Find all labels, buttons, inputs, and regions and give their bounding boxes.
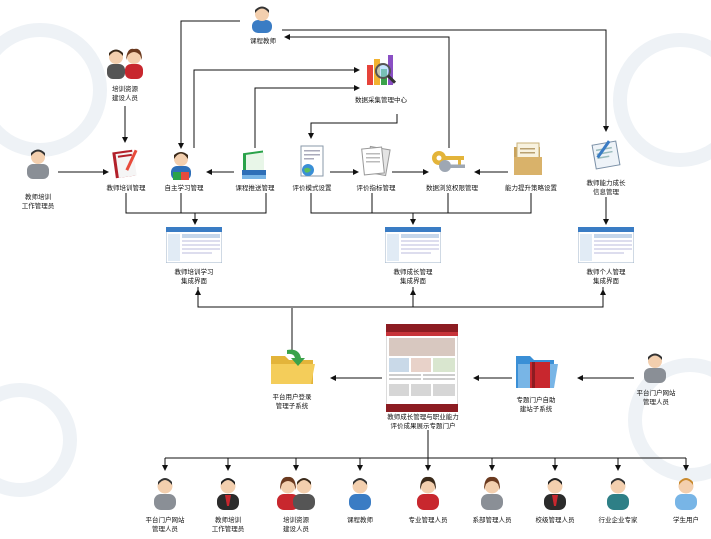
builder-users-icon [277, 476, 315, 510]
eval-mode-label: 评价模式设置 [292, 184, 332, 192]
teacher-training-mgmt-label: 教师培训管理 [106, 184, 146, 192]
teacher-person-icon [252, 6, 272, 33]
builder-persons-icon [107, 48, 143, 79]
training-admin-label-2: 工作管理员 [21, 202, 55, 210]
portal-admin-label-1: 平台门户网站 [636, 389, 676, 397]
bottom-user-label: 系部管理人员 [472, 516, 512, 524]
keys-icon [432, 151, 465, 172]
papers-icon [361, 145, 391, 177]
portal-builder-label-1: 专题门户自助 [516, 396, 556, 404]
training-ui-thumbnail [166, 227, 222, 263]
bottom-user-label: 教师培训 [215, 516, 241, 524]
major-manager-user-icon [417, 476, 439, 510]
ui-training-label-2: 集成界面 [181, 277, 207, 285]
portal-label-2: 评价成果展示专题门户 [390, 422, 456, 430]
bottom-user-label: 平台门户网站 [145, 516, 185, 524]
self-study-mgmt-label: 自主学习管理 [164, 184, 204, 192]
document-globe-icon [300, 145, 324, 177]
eval-index-label: 评价指标管理 [356, 184, 396, 192]
portal-admin-person-icon [644, 353, 666, 383]
data-center-label: 数据采集管理中心 [355, 96, 407, 104]
training-builder-label-2: 建设人员 [112, 94, 138, 102]
growth-info-label-1: 教师能力成长 [586, 179, 626, 187]
book-icon [112, 149, 138, 179]
growth-info-label-2: 信息管理 [593, 188, 619, 196]
ui-personal-label-1: 教师个人管理 [586, 268, 626, 276]
industry-expert-user-icon [607, 478, 629, 510]
data-permission-label: 数据浏览权限管理 [426, 184, 478, 192]
bottom-user-label: 专业管理人员 [408, 516, 448, 524]
bottom-user-label: 课程教师 [347, 516, 373, 524]
portal-page-thumbnail [386, 324, 458, 412]
school-manager-user-icon [544, 478, 566, 510]
login-subsystem-label-1: 平台用户登录 [272, 393, 312, 401]
ui-growth-label-2: 集成界面 [400, 277, 426, 285]
bottom-user-label: 管理人员 [152, 525, 178, 533]
portal-admin-label-2: 管理人员 [643, 398, 669, 406]
stacked-books-icon [242, 150, 266, 179]
portal-builder-label-2: 建站子系统 [519, 405, 553, 413]
ui-growth-label-1: 教师成长管理 [393, 268, 433, 276]
growth-ui-thumbnail [385, 227, 441, 263]
folder-documents-icon [514, 142, 542, 175]
training-builder-label-1: 培训资源 [112, 85, 138, 93]
department-manager-user-icon [481, 476, 503, 510]
course-push-mgmt-label: 课程推送管理 [235, 184, 275, 192]
ui-personal-label-2: 集成界面 [593, 277, 619, 285]
login-subsystem-label-2: 管理子系统 [275, 402, 309, 410]
training-admin-label-1: 教师培训 [25, 193, 51, 201]
teacher-user-icon [349, 478, 371, 510]
training-admin-person-icon [27, 149, 49, 179]
bottom-user-label: 建设人员 [283, 525, 309, 533]
bottom-user-label: 行业企业专家 [598, 516, 638, 524]
ability-strategy-label: 能力提升策略设置 [505, 184, 557, 192]
student-user-icon [675, 478, 697, 510]
bottom-user-label: 培训资源 [283, 516, 309, 524]
bottom-user-label: 工作管理员 [211, 525, 245, 533]
portal-admin-user-icon [154, 478, 176, 510]
training-admin-user-icon [217, 478, 239, 510]
notebook-icon [591, 140, 621, 170]
ui-training-label-1: 教师培训学习 [174, 268, 214, 276]
chart-magnifier-icon [367, 55, 397, 85]
folder-arrow-icon [271, 349, 315, 384]
folder-book-icon [516, 356, 558, 388]
bottom-user-label: 学生用户 [673, 516, 699, 524]
teacher-top-label: 课程教师 [250, 37, 276, 45]
portal-label-1: 教师成长管理与职业能力 [387, 413, 459, 421]
student-reading-icon [171, 152, 191, 180]
bottom-user-label: 校级管理人员 [535, 516, 575, 524]
personal-ui-thumbnail [578, 227, 634, 263]
